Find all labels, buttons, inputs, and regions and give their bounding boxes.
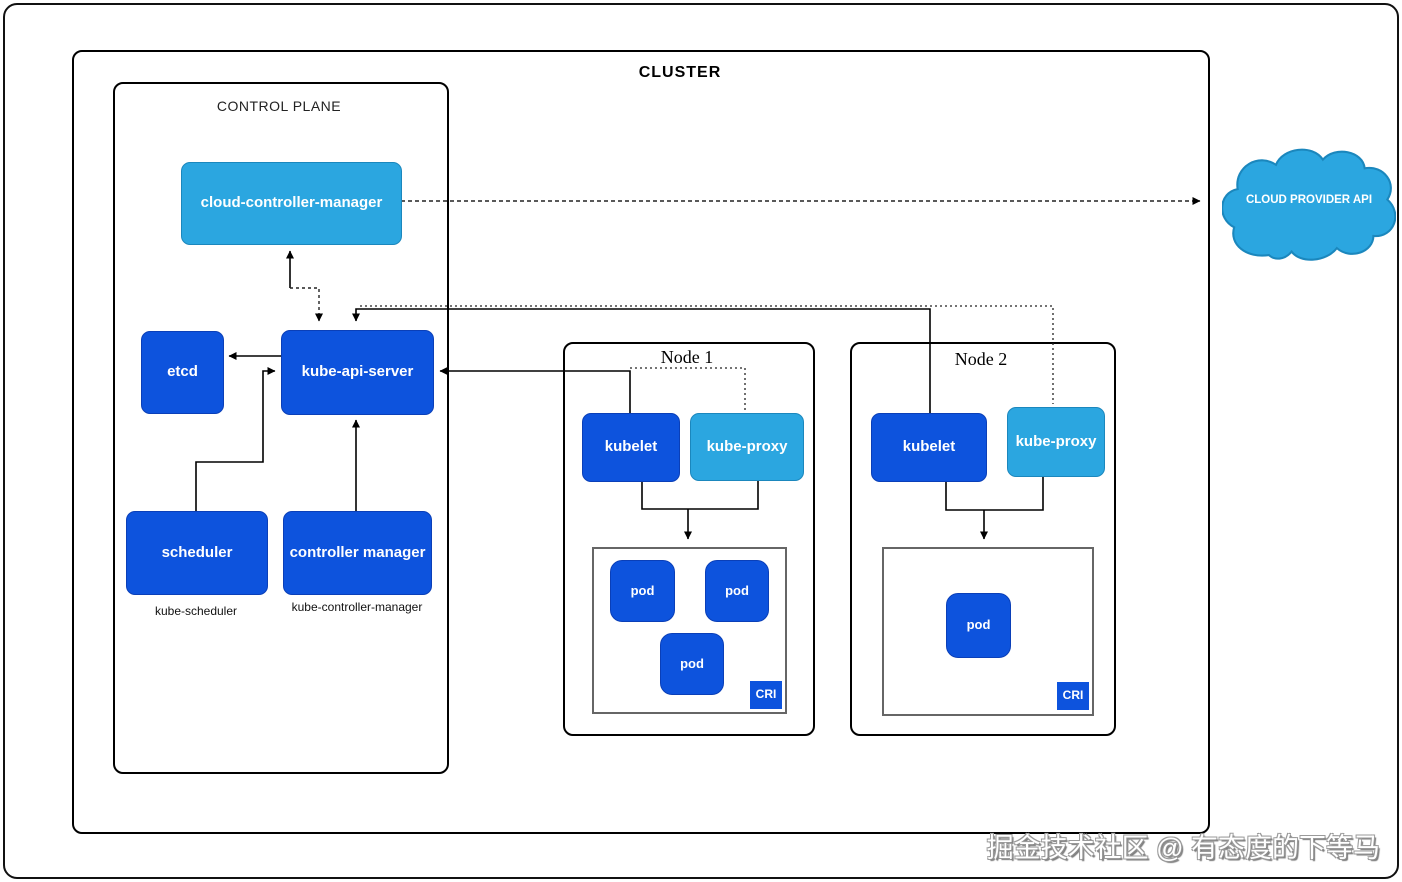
- node2-kubelet-block: kubelet: [871, 413, 987, 482]
- cloud-controller-manager-block: cloud-controller-manager: [181, 162, 402, 245]
- node1-pod-3: pod: [660, 633, 724, 695]
- node2-kube-proxy-block: kube-proxy: [1007, 407, 1105, 477]
- image-border: [3, 3, 1399, 879]
- node2-title: Node 2: [954, 349, 1008, 369]
- kube-scheduler-caption: kube-scheduler: [154, 604, 238, 618]
- node1-cri-badge: CRI: [750, 681, 782, 709]
- kube-api-server-block: kube-api-server: [281, 330, 434, 415]
- node1-title: Node 1: [660, 347, 714, 367]
- cluster-box: [72, 50, 1210, 834]
- node1-pod-2: pod: [705, 560, 769, 622]
- node2-pod-1: pod: [946, 593, 1011, 658]
- controller-manager-block: controller manager: [283, 511, 432, 595]
- watermark-text: 掘金技术社区 @ 有态度的下等马: [986, 833, 1380, 863]
- control-plane-box: [113, 82, 449, 774]
- cloud-provider-api-label: CLOUD PROVIDER API: [1245, 194, 1373, 206]
- scheduler-block: scheduler: [126, 511, 268, 595]
- cluster-title: CLUSTER: [638, 64, 722, 81]
- node1-kube-proxy-block: kube-proxy: [690, 413, 804, 481]
- etcd-block: etcd: [141, 331, 224, 414]
- control-plane-title: CONTROL PLANE: [216, 98, 342, 114]
- node2-cri-badge: CRI: [1057, 682, 1089, 710]
- node1-pod-1: pod: [610, 560, 675, 622]
- node1-kubelet-block: kubelet: [582, 413, 680, 482]
- kube-controller-manager-caption: kube-controller-manager: [291, 600, 423, 614]
